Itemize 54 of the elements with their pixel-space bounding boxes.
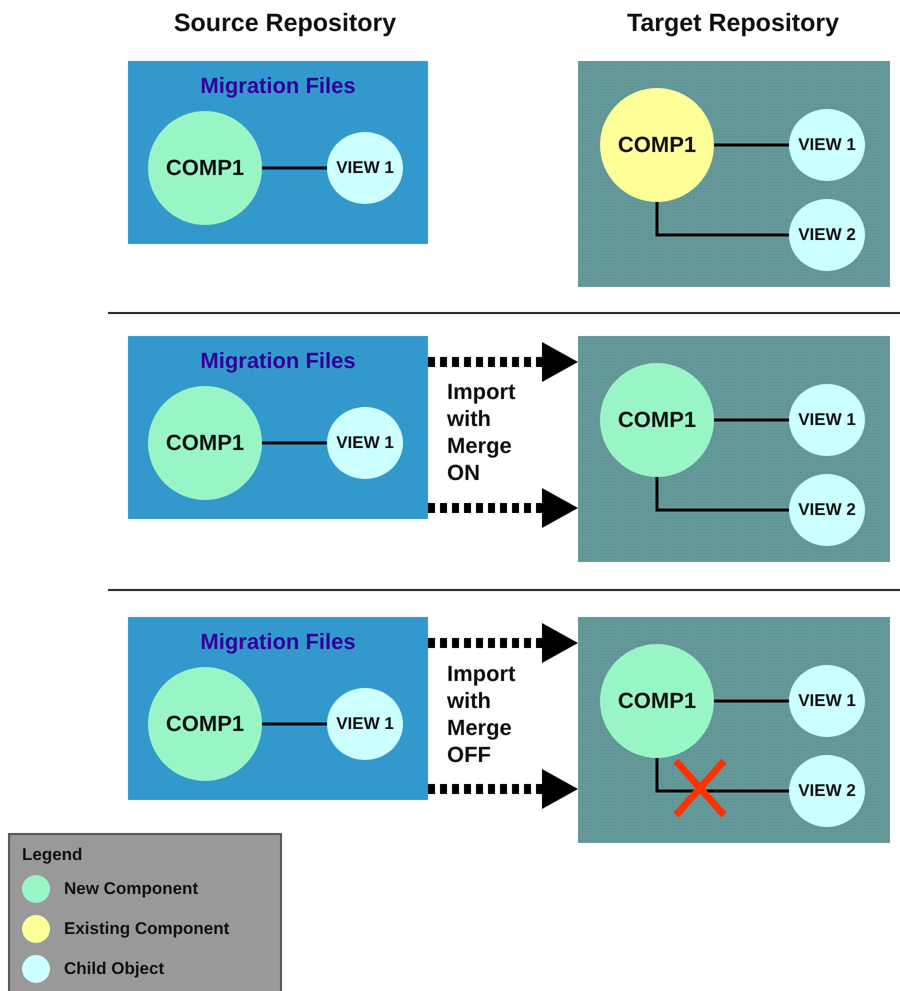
legend-label: Child Object: [64, 959, 164, 979]
repository-panel: [578, 336, 890, 562]
node-label: VIEW 2: [798, 781, 856, 801]
repository-panel: [128, 336, 428, 519]
node-label: COMP1: [166, 155, 244, 181]
legend-label: New Component: [64, 879, 198, 899]
node-label: COMP1: [166, 711, 244, 737]
legend-title: Legend: [22, 844, 84, 866]
panel-heading: Migration Files: [199, 348, 357, 374]
child-object-circle: [789, 755, 865, 827]
panel-heading: Migration Files: [199, 73, 357, 99]
connector-line: [714, 418, 789, 422]
action-label: Import with Merge OFF: [447, 660, 516, 768]
connector-line: [714, 144, 789, 146]
connector-line: [656, 477, 789, 512]
node-label: COMP1: [618, 688, 696, 714]
connector-line: [262, 722, 327, 726]
node-label: VIEW 1: [336, 714, 394, 734]
connector-line: [656, 202, 789, 236]
node-label: VIEW 2: [798, 225, 856, 245]
node-label: VIEW 1: [798, 135, 856, 155]
component-circle: [600, 363, 714, 477]
column-heading: Target Repository: [626, 8, 840, 38]
child-object-circle: [789, 474, 865, 546]
connector-line: [656, 758, 789, 792]
repository-panel: [578, 61, 890, 287]
child-object-circle: [789, 384, 865, 456]
node-label: VIEW 1: [798, 410, 856, 430]
panel-heading: Migration Files: [199, 629, 357, 655]
child-object-circle: [789, 665, 865, 737]
node-label: VIEW 1: [798, 691, 856, 711]
dashed-arrow: [428, 623, 578, 663]
repository-panel: [128, 617, 428, 800]
node-label: COMP1: [166, 430, 244, 456]
node-label: VIEW 2: [798, 500, 856, 520]
connector-line: [714, 700, 789, 702]
action-label: Import with Merge ON: [447, 378, 516, 486]
connector-line: [262, 166, 327, 170]
node-label: VIEW 1: [336, 433, 394, 453]
repository-panel: [128, 61, 428, 244]
dashed-arrow: [428, 342, 578, 382]
column-heading: Source Repository: [172, 8, 398, 38]
legend-label: Existing Component: [64, 919, 230, 939]
child-object-circle: [789, 109, 865, 181]
child-object-circle: [789, 199, 865, 271]
component-circle: [600, 644, 714, 758]
dashed-arrow: [428, 769, 578, 809]
component-circle: [600, 88, 714, 202]
node-label: COMP1: [618, 132, 696, 158]
connector-line: [262, 442, 327, 444]
node-label: COMP1: [618, 407, 696, 433]
dashed-arrow: [428, 488, 578, 528]
repository-panel: [578, 617, 890, 843]
node-label: VIEW 1: [336, 158, 394, 178]
